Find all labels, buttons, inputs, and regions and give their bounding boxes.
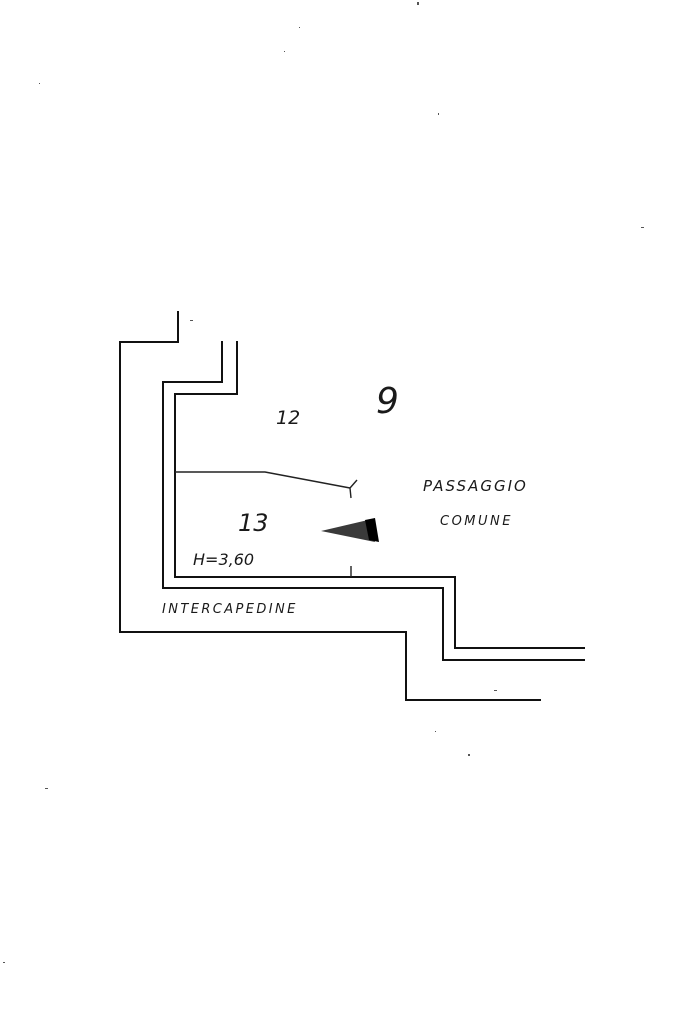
north-arrow-icon — [321, 518, 379, 542]
cavity-label: INTERCAPEDINE — [162, 602, 298, 617]
partition-end-mark — [349, 479, 358, 499]
room-boundary — [174, 341, 585, 649]
outer-wall — [119, 311, 541, 701]
passage-label-line2: COMUNE — [440, 514, 513, 529]
partition-wall — [175, 471, 351, 489]
inner-wall — [162, 341, 585, 661]
room-12-label: 12 — [276, 407, 300, 429]
north-arrow-tip — [365, 518, 379, 542]
sheet-number: 9 — [376, 381, 399, 422]
room-13-label: 13 — [238, 509, 269, 537]
north-arrow-body — [321, 520, 375, 542]
height-note: H=3,60 — [193, 550, 254, 569]
scan-specks — [3, 2, 644, 963]
passage-label-line1: PASSAGGIO — [423, 477, 528, 495]
